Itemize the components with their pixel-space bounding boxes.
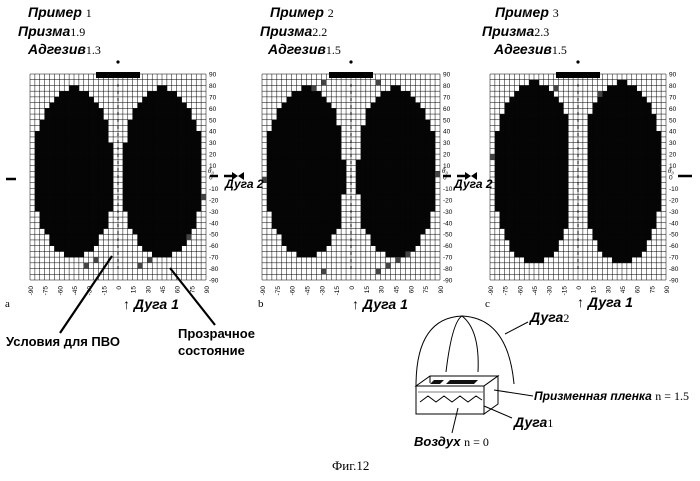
- film-leader: [494, 390, 533, 396]
- prism-film-label: Призменная пленка n = 1.5: [534, 389, 689, 404]
- figure-caption: Фиг.12: [332, 458, 369, 474]
- arc1-leader: [484, 406, 512, 418]
- air-label: Воздух n = 0: [414, 434, 489, 450]
- dome-inner: [446, 316, 478, 372]
- arc2-leader: [505, 322, 528, 334]
- schematic-arc1-label: Дуга1: [514, 414, 553, 431]
- schematic-arc2-label: Дуга2: [530, 309, 569, 326]
